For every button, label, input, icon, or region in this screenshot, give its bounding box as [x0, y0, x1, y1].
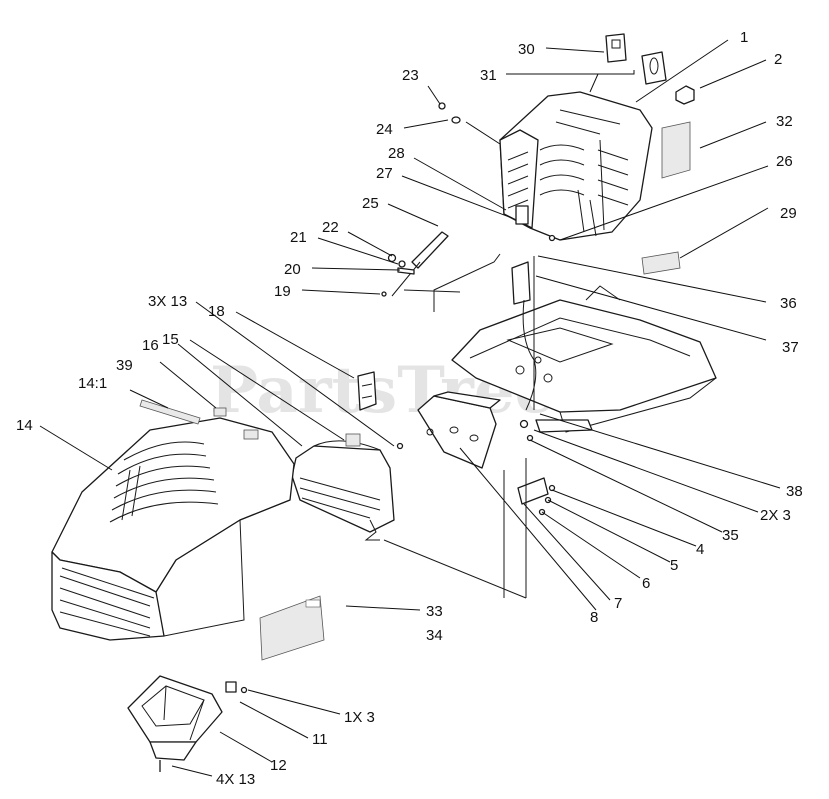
callout-14: 14 — [16, 417, 33, 434]
screw-26-part — [548, 234, 556, 242]
callout-5: 5 — [670, 557, 678, 574]
scoop-12-part — [127, 675, 248, 772]
callout-30: 30 — [518, 41, 535, 58]
nut-22-part — [387, 253, 397, 263]
decal-31-part — [641, 51, 667, 85]
callout-1x3: 1X 3 — [344, 709, 375, 726]
washer-21-part — [398, 260, 406, 268]
callout-22: 22 — [322, 219, 339, 236]
callout-20: 20 — [284, 261, 301, 278]
hood-bracket-8-part — [417, 391, 501, 469]
decal-32-part — [661, 121, 691, 179]
callout-11: 11 — [312, 731, 328, 748]
hood-14-part — [51, 417, 295, 641]
callout-labels: 1 2 30 31 32 23 24 28 27 26 25 29 22 21 … — [16, 29, 803, 788]
callout-4x13: 4X 13 — [216, 771, 255, 788]
dash-console-part — [499, 91, 653, 241]
bracket-28-part — [515, 205, 529, 225]
callout-27: 27 — [376, 165, 393, 182]
callout-6: 6 — [642, 575, 650, 592]
bracket-18-part — [357, 371, 377, 411]
callout-37: 37 — [782, 339, 799, 356]
decal-33-part — [259, 595, 325, 661]
callout-4: 4 — [696, 541, 704, 558]
clip-20-part — [397, 267, 415, 275]
callout-8: 8 — [590, 609, 598, 626]
grille-15-part — [291, 433, 395, 541]
screw-4-part — [548, 484, 556, 492]
callout-35: 35 — [722, 527, 739, 544]
callout-31: 31 — [480, 67, 497, 84]
support-36-part — [511, 256, 537, 411]
callout-23: 23 — [402, 67, 419, 84]
pin-19-part — [381, 291, 387, 297]
callout-12: 12 — [270, 757, 287, 774]
callout-26: 26 — [776, 153, 793, 170]
leader-lines — [39, 39, 781, 777]
decal-30-part — [605, 33, 627, 63]
callout-2x3: 2X 3 — [760, 507, 791, 524]
callout-39: 39 — [116, 357, 133, 374]
strip-14-1-part — [139, 399, 201, 425]
nut-2x3-part — [519, 419, 529, 429]
callout-36: 36 — [780, 295, 797, 312]
bracket-7-part — [517, 477, 556, 516]
screw-1x3-part — [240, 686, 248, 694]
screw-35-part — [526, 434, 534, 442]
callout-2: 2 — [774, 51, 782, 68]
decal-39-part — [213, 407, 227, 417]
bracket-11-part — [225, 681, 237, 693]
callout-32: 32 — [776, 113, 793, 130]
bolt-23-part — [438, 102, 446, 110]
callout-25: 25 — [362, 195, 379, 212]
callout-14-1: 14:1 — [78, 375, 107, 392]
decal-16-part — [243, 429, 259, 440]
linkage-25-part — [381, 231, 461, 297]
callout-24: 24 — [376, 121, 393, 138]
callout-34: 34 — [426, 627, 443, 644]
callout-16: 16 — [142, 337, 159, 354]
callout-38: 38 — [786, 483, 803, 500]
plate-29-part — [641, 251, 681, 275]
callout-15: 15 — [162, 331, 179, 348]
washer-24-part — [451, 116, 461, 124]
callout-3x13: 3X 13 — [148, 293, 187, 310]
screw-3x13-part — [396, 442, 404, 450]
knob-2-part — [675, 85, 695, 105]
footdeck-pan-part — [451, 285, 717, 433]
callout-19: 19 — [274, 283, 291, 300]
callout-28: 28 — [388, 145, 405, 162]
callout-21: 21 — [290, 229, 307, 246]
callout-7: 7 — [614, 595, 622, 612]
callout-33: 33 — [426, 603, 443, 620]
callout-1: 1 — [740, 29, 748, 46]
callout-29: 29 — [780, 205, 797, 222]
callout-18: 18 — [208, 303, 225, 320]
